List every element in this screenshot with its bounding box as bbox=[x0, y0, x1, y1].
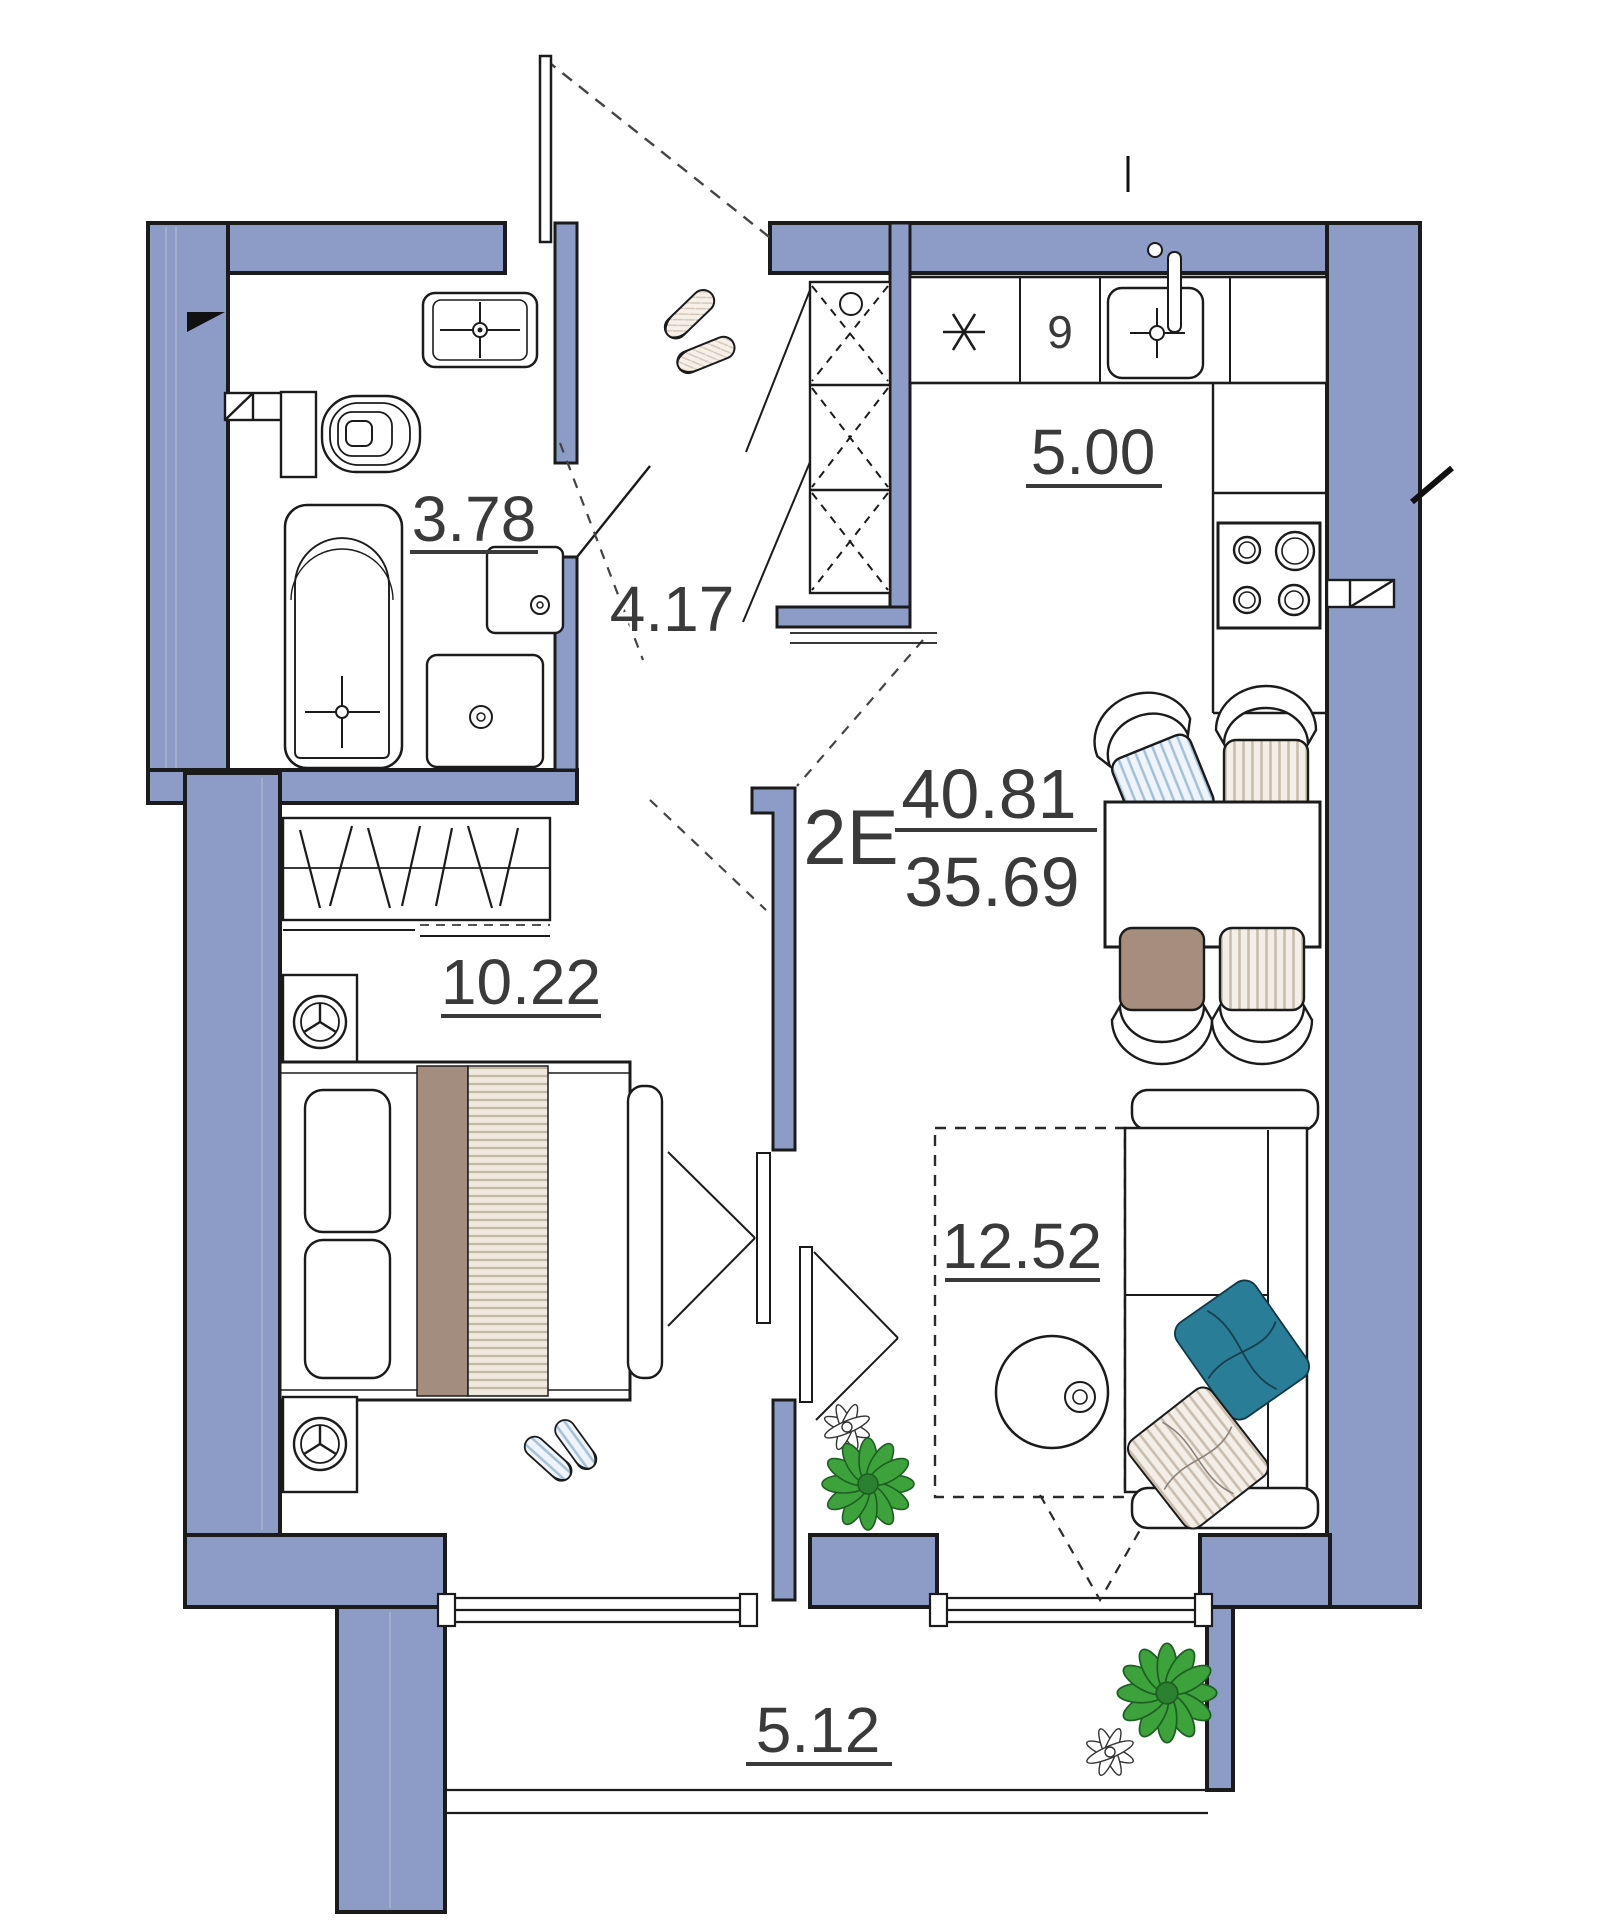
shower-tray-icon bbox=[425, 653, 545, 769]
wall-bedroom-bottom bbox=[183, 1533, 447, 1609]
central-doors bbox=[667, 1151, 899, 1421]
bathroom-door-leaf bbox=[576, 465, 651, 558]
washing-machine-icon bbox=[485, 545, 565, 635]
labels: 3.78 4.17 5.00 10.22 12.52 5.12 2Е 40.81… bbox=[409, 414, 1162, 1769]
vent-shafts bbox=[223, 391, 1396, 609]
dining-chair-bottom-right bbox=[1210, 926, 1314, 1066]
wall-seams bbox=[165, 227, 391, 1908]
label-bathroom-area: 3.78 bbox=[412, 483, 537, 555]
bed-pillow-1 bbox=[303, 1088, 392, 1234]
living-entry-threshold bbox=[790, 632, 937, 644]
wall-bathroom-right-upper bbox=[553, 221, 579, 465]
apartment-total-area: 40.81 bbox=[901, 755, 1076, 833]
bedroom-door-fold-b bbox=[667, 1237, 756, 1327]
cut-mark-left bbox=[187, 312, 225, 332]
living-window-open-symbol bbox=[1039, 1494, 1161, 1603]
entry-slippers-icon bbox=[663, 288, 736, 375]
entry-closet bbox=[742, 280, 892, 623]
living-door-fold-b bbox=[815, 1337, 899, 1421]
hanger-icons bbox=[298, 825, 520, 909]
doors bbox=[538, 54, 937, 1421]
living-door-leaf-open bbox=[799, 1246, 813, 1403]
closet-knob-icon bbox=[839, 292, 863, 316]
hallway bbox=[663, 280, 892, 623]
stove-icon bbox=[1216, 521, 1322, 630]
kitchen-vent bbox=[1325, 578, 1396, 609]
sofa-armrest-top bbox=[1130, 1088, 1320, 1132]
label-kitchen-area: 5.00 bbox=[1031, 416, 1156, 488]
bathtub-icon bbox=[283, 503, 404, 770]
cut-mark-right bbox=[1410, 465, 1454, 505]
bed-blanket-striped bbox=[467, 1065, 549, 1397]
label-hallway-area: 4.17 bbox=[610, 573, 735, 645]
nightstand-bottom bbox=[281, 1395, 359, 1494]
toilet-icon bbox=[279, 390, 422, 479]
entry-door-leaf bbox=[538, 54, 553, 244]
window-swing-dashes bbox=[1039, 1494, 1161, 1603]
wall-central-upper bbox=[750, 786, 797, 1152]
bedroom-entry-swing-dash bbox=[649, 799, 767, 911]
windows bbox=[436, 1592, 1214, 1815]
partition-walls bbox=[553, 221, 912, 1602]
wall-living-bottom-right bbox=[1198, 1533, 1332, 1609]
kitchen-zone bbox=[908, 242, 1329, 715]
wall-central-lower bbox=[771, 1398, 797, 1602]
wardrobe bbox=[281, 816, 552, 937]
wall-top-right bbox=[768, 221, 1422, 275]
plant-living-icon bbox=[821, 1437, 915, 1531]
apartment-label: 2Е 40.81 35.69 bbox=[801, 753, 1097, 924]
bedroom-door-fold-a bbox=[667, 1151, 756, 1239]
coffee-table bbox=[994, 1334, 1110, 1450]
bedroom bbox=[278, 816, 664, 1494]
balcony-railing bbox=[443, 1788, 1208, 1815]
bathroom-door-swing-dash bbox=[558, 442, 645, 661]
plant-balcony-flower-icon bbox=[1086, 1728, 1134, 1776]
wall-living-bottom-left bbox=[808, 1533, 939, 1609]
wall-balcony-left-pier bbox=[335, 1605, 447, 1914]
entry-door-swing-dash bbox=[545, 59, 774, 241]
nightstand-top bbox=[281, 973, 359, 1072]
bedroom-window bbox=[436, 1592, 759, 1628]
apartment-living-area: 35.69 bbox=[904, 843, 1079, 921]
living-entry-swing-dash bbox=[796, 639, 924, 787]
closet-door-open-2 bbox=[742, 461, 811, 623]
wall-left-lower bbox=[183, 771, 282, 1537]
section-marks bbox=[187, 156, 1454, 505]
pillow-teal bbox=[1174, 1279, 1310, 1421]
living-room-window bbox=[928, 1592, 1214, 1628]
kitchen-sink-icon bbox=[1106, 242, 1205, 380]
apartment-type: 2Е bbox=[803, 793, 898, 881]
plant-living-flower-icon bbox=[823, 1403, 871, 1451]
plant-balcony-icon bbox=[1116, 1642, 1218, 1744]
bedroom-slippers-icon bbox=[523, 1419, 598, 1482]
bedroom-door-leaf-open bbox=[756, 1152, 771, 1324]
washbasin-icon bbox=[421, 291, 539, 369]
label-bedroom-area: 10.22 bbox=[441, 946, 601, 1018]
closet-door-open-1 bbox=[745, 289, 811, 453]
bathroom-vent bbox=[223, 391, 284, 422]
bathroom bbox=[279, 291, 565, 770]
wall-hall-living-stub bbox=[775, 605, 912, 629]
bed-footboard bbox=[626, 1084, 664, 1380]
outer-walls bbox=[146, 221, 1422, 1914]
bed-runner bbox=[416, 1065, 469, 1397]
bed-pillow-2 bbox=[303, 1238, 392, 1380]
dining-table bbox=[1103, 800, 1322, 949]
label-balcony-area: 5.12 bbox=[756, 1694, 881, 1766]
wall-right bbox=[1325, 221, 1422, 1609]
wall-left-upper bbox=[146, 221, 230, 775]
living-door-fold-a bbox=[813, 1251, 899, 1339]
wall-kitchen-left bbox=[888, 221, 912, 629]
pillow-striped bbox=[1127, 1386, 1269, 1530]
hob-symbol-icon bbox=[943, 313, 985, 351]
bed bbox=[278, 1060, 664, 1402]
kitchen-appliance-glyph: 9 bbox=[1047, 306, 1073, 358]
balcony-plants bbox=[1086, 1642, 1218, 1776]
dining-set bbox=[1093, 684, 1322, 1066]
dining-chair-bottom-left bbox=[1110, 926, 1214, 1066]
living-room bbox=[821, 1088, 1320, 1531]
label-living-area: 12.52 bbox=[942, 1210, 1102, 1282]
